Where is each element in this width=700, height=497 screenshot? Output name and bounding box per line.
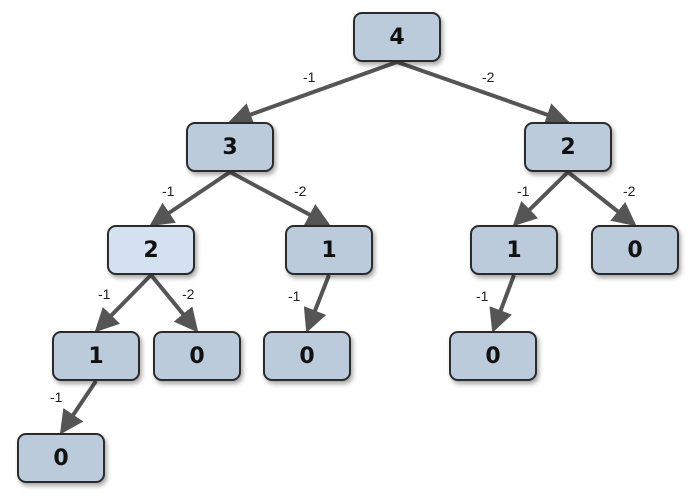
tree-node: 2 [524, 122, 612, 172]
tree-node: 0 [263, 331, 351, 381]
edge-arrow [303, 274, 331, 333]
node-value: 1 [506, 237, 522, 263]
edge-arrow [94, 273, 153, 333]
tree-node: 1 [52, 331, 140, 381]
edge-label: -1 [517, 183, 530, 199]
tree-node: 0 [449, 331, 537, 381]
edge-label: -2 [482, 69, 495, 85]
tree-node: 0 [17, 433, 105, 483]
node-value: 0 [299, 343, 315, 369]
edge-label: -1 [288, 288, 301, 304]
node-value: 1 [88, 343, 104, 369]
node-value: 1 [321, 237, 337, 263]
node-value: 0 [485, 343, 501, 369]
node-value: 4 [389, 24, 405, 50]
node-value: 0 [53, 445, 69, 471]
tree-node: 3 [186, 122, 274, 172]
edge-label: -1 [476, 288, 489, 304]
edge-label: -2 [294, 183, 307, 199]
tree-node: 0 [591, 225, 679, 275]
edge-arrow [229, 170, 331, 226]
edge-label: -1 [98, 286, 111, 302]
edge-arrow [59, 379, 98, 435]
edge-arrow [512, 170, 570, 227]
tree-node: 1 [285, 225, 373, 275]
edge-arrow [149, 170, 232, 227]
node-value: 2 [143, 237, 159, 263]
tree-node: 0 [153, 331, 241, 381]
node-value: 2 [560, 134, 576, 160]
node-value: 3 [222, 134, 238, 160]
tree-node: 1 [470, 225, 558, 275]
edge-label: -2 [182, 286, 195, 302]
edge-arrow [566, 170, 637, 227]
tree-node: 4 [353, 12, 441, 62]
tree-node: 2 [107, 225, 195, 275]
edge-arrow [396, 60, 570, 127]
edge-label: -2 [623, 183, 636, 199]
edge-label: -1 [50, 389, 63, 405]
node-value: 0 [627, 237, 643, 263]
node-value: 0 [189, 343, 205, 369]
edge-arrow [489, 274, 516, 333]
edge-arrow [149, 273, 199, 333]
edge-arrow [228, 60, 398, 126]
edge-label: -1 [162, 183, 175, 199]
edge-label: -1 [303, 69, 316, 85]
